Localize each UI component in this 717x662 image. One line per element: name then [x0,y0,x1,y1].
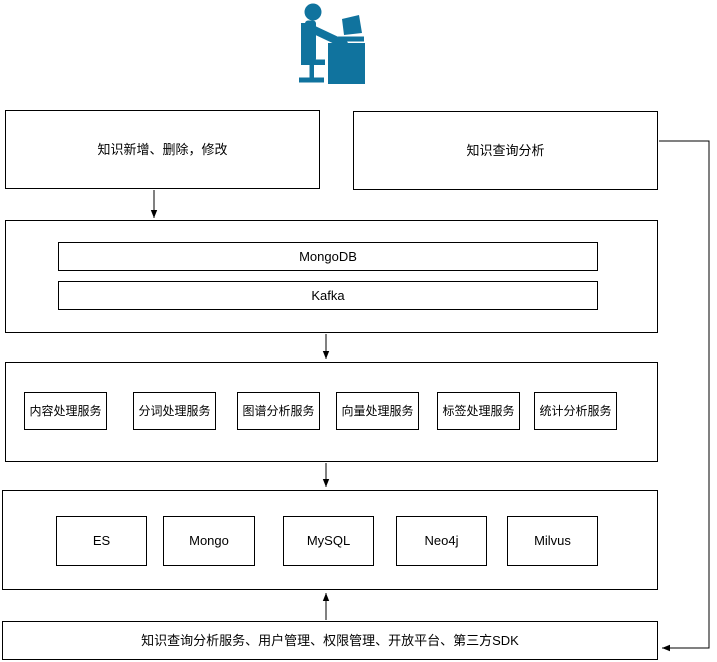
mongo-box: Mongo [163,516,255,566]
neo4j-box: Neo4j [396,516,487,566]
statistics-analysis-service-box: 统计分析服务 [534,392,617,430]
tag-processing-service-box: 标签处理服务 [437,392,520,430]
knowledge-query-box: 知识查询分析 [353,111,658,190]
mongodb-box: MongoDB [58,242,598,271]
service-layer-container: 内容处理服务 分词处理服务 图谱分析服务 向量处理服务 标签处理服务 统计分析服… [5,362,658,462]
platform-services-box: 知识查询分析服务、用户管理、权限管理、开放平台、第三方SDK [2,621,658,660]
kafka-box: Kafka [58,281,598,310]
storage-layer-container: ES Mongo MySQL Neo4j Milvus [2,490,658,590]
vector-processing-service-box: 向量处理服务 [336,392,419,430]
word-segmentation-service-box: 分词处理服务 [133,392,216,430]
person-at-desk-icon [299,3,365,84]
milvus-box: Milvus [507,516,598,566]
graph-analysis-service-box: 图谱分析服务 [237,392,320,430]
mysql-box: MySQL [283,516,374,566]
arrow-query-to-platform [659,140,710,652]
es-box: ES [56,516,147,566]
middleware-layer-container: MongoDB Kafka [5,220,658,333]
knowledge-edit-box: 知识新增、删除，修改 [5,110,320,189]
content-processing-service-box: 内容处理服务 [24,392,107,430]
